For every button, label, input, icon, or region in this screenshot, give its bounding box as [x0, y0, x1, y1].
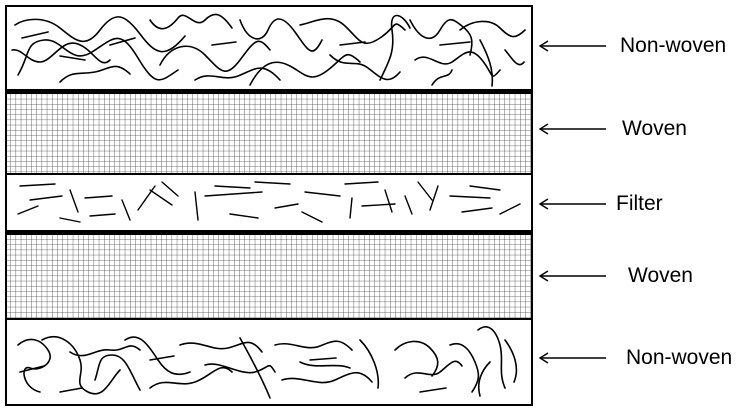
arrow-1	[538, 40, 606, 52]
label-woven-top: Woven	[622, 117, 687, 140]
layer-non-woven-top	[5, 5, 533, 93]
label-filter: Filter	[616, 192, 663, 215]
arrow-3	[538, 198, 606, 210]
label-non-woven-bottom: Non-woven	[626, 346, 733, 369]
layer-non-woven-bottom	[5, 318, 533, 406]
arrow-2	[538, 123, 606, 135]
arrow-5	[538, 352, 606, 364]
arrow-4	[538, 270, 606, 282]
label-woven-bottom: Woven	[628, 264, 693, 287]
layer-woven-bottom	[5, 233, 533, 320]
layer-woven-top	[5, 92, 533, 175]
label-non-woven-top: Non-woven	[620, 34, 727, 57]
arrows	[538, 40, 606, 364]
layer-filter	[5, 173, 533, 233]
